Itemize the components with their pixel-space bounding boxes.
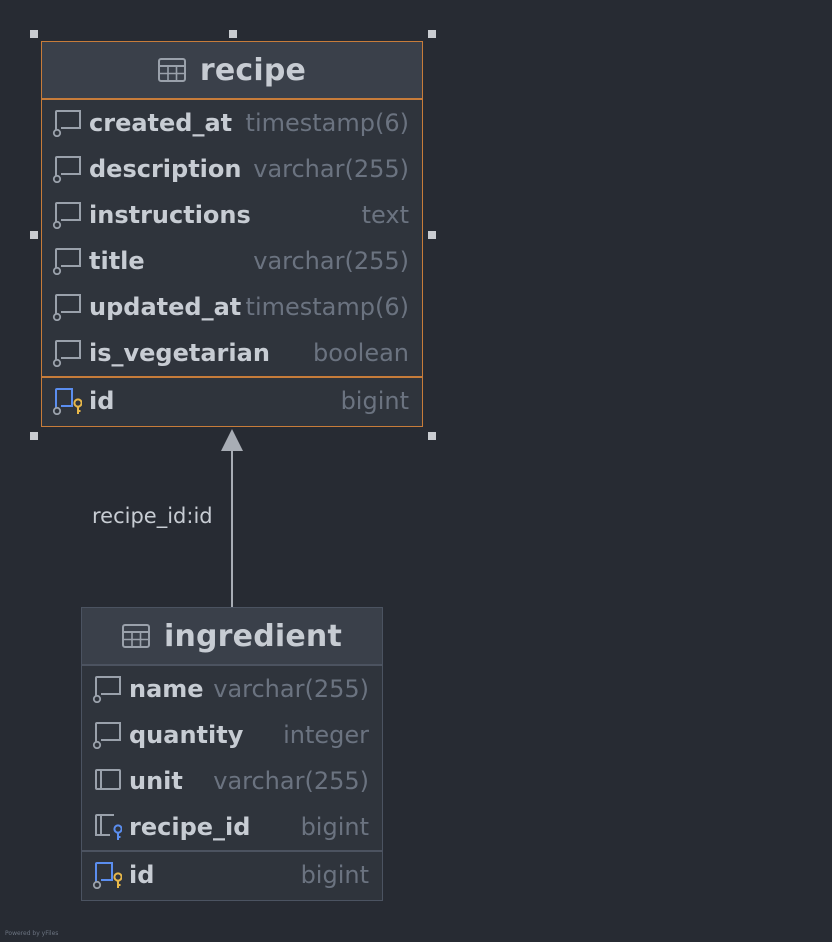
column-row[interactable]: updated_at timestamp(6) bbox=[42, 284, 422, 330]
primary-key-icon bbox=[92, 862, 122, 889]
arrowhead-icon bbox=[221, 429, 243, 451]
selection-handle-middle-right[interactable] bbox=[428, 231, 436, 239]
powered-by-label: Powered by yFiles bbox=[5, 930, 59, 937]
column-name: name bbox=[129, 675, 204, 703]
table-icon bbox=[121, 624, 150, 648]
column-type: varchar(255) bbox=[213, 675, 369, 703]
column-name: created_at bbox=[89, 109, 233, 137]
table-ingredient[interactable]: ingredient name varchar(255) quantity in… bbox=[81, 607, 383, 901]
column-icon bbox=[52, 340, 81, 367]
column-name: id bbox=[89, 387, 115, 415]
foreign-key-icon bbox=[95, 814, 122, 840]
column-name: id bbox=[129, 861, 155, 889]
column-type: bigint bbox=[300, 861, 369, 889]
column-icon bbox=[52, 294, 81, 321]
column-row[interactable]: is_vegetarian boolean bbox=[42, 330, 422, 376]
table-recipe[interactable]: recipe created_at timestamp(6) descripti… bbox=[41, 41, 423, 427]
column-name: description bbox=[89, 155, 242, 183]
table-title: recipe bbox=[199, 52, 307, 88]
column-row[interactable]: recipe_id bigint bbox=[82, 804, 382, 850]
table-title: ingredient bbox=[163, 618, 343, 654]
column-name: is_vegetarian bbox=[89, 339, 270, 367]
column-row[interactable]: description varchar(255) bbox=[42, 146, 422, 192]
key-separator bbox=[82, 850, 382, 852]
column-name: unit bbox=[129, 767, 183, 795]
column-name: updated_at bbox=[89, 293, 242, 321]
column-type: timestamp(6) bbox=[245, 293, 409, 321]
table-header[interactable]: recipe bbox=[42, 42, 422, 100]
column-row[interactable]: name varchar(255) bbox=[82, 666, 382, 712]
column-icon bbox=[52, 110, 81, 137]
table-icon bbox=[157, 58, 186, 82]
column-type: boolean bbox=[313, 339, 409, 367]
column-type: varchar(255) bbox=[253, 247, 409, 275]
table-header[interactable]: ingredient bbox=[82, 608, 382, 666]
key-row[interactable]: id bigint bbox=[82, 852, 382, 898]
column-name: quantity bbox=[129, 721, 244, 749]
primary-key-icon bbox=[52, 388, 82, 415]
column-list: name varchar(255) quantity integer unit … bbox=[82, 666, 382, 850]
column-row[interactable]: title varchar(255) bbox=[42, 238, 422, 284]
column-type: integer bbox=[283, 721, 369, 749]
column-type: varchar(255) bbox=[253, 155, 409, 183]
nullable-column-icon bbox=[95, 769, 121, 790]
column-row[interactable]: unit varchar(255) bbox=[82, 758, 382, 804]
key-row[interactable]: id bigint bbox=[42, 378, 422, 424]
key-separator bbox=[42, 376, 422, 378]
column-row[interactable]: created_at timestamp(6) bbox=[42, 100, 422, 146]
column-icon bbox=[92, 676, 121, 703]
column-type: varchar(255) bbox=[213, 767, 369, 795]
selection-handle-bottom-right[interactable] bbox=[428, 432, 436, 440]
column-icon bbox=[52, 202, 81, 229]
column-type: bigint bbox=[300, 813, 369, 841]
column-row[interactable]: quantity integer bbox=[82, 712, 382, 758]
edge-label: recipe_id:id bbox=[92, 504, 213, 528]
column-name: recipe_id bbox=[129, 813, 251, 841]
column-type: text bbox=[361, 201, 409, 229]
selection-handle-bottom-left[interactable] bbox=[30, 432, 38, 440]
selection-handle-top-right[interactable] bbox=[428, 30, 436, 38]
column-row[interactable]: instructions text bbox=[42, 192, 422, 238]
column-icon bbox=[52, 248, 81, 275]
column-icon bbox=[52, 156, 81, 183]
column-type: timestamp(6) bbox=[245, 109, 409, 137]
selection-handle-top-left[interactable] bbox=[30, 30, 38, 38]
column-icon bbox=[92, 722, 121, 749]
column-name: title bbox=[89, 247, 145, 275]
column-list: created_at timestamp(6) description varc… bbox=[42, 100, 422, 376]
selection-handle-top-middle[interactable] bbox=[229, 30, 237, 38]
column-name: instructions bbox=[89, 201, 251, 229]
selection-handle-middle-left[interactable] bbox=[30, 231, 38, 239]
column-type: bigint bbox=[340, 387, 409, 415]
